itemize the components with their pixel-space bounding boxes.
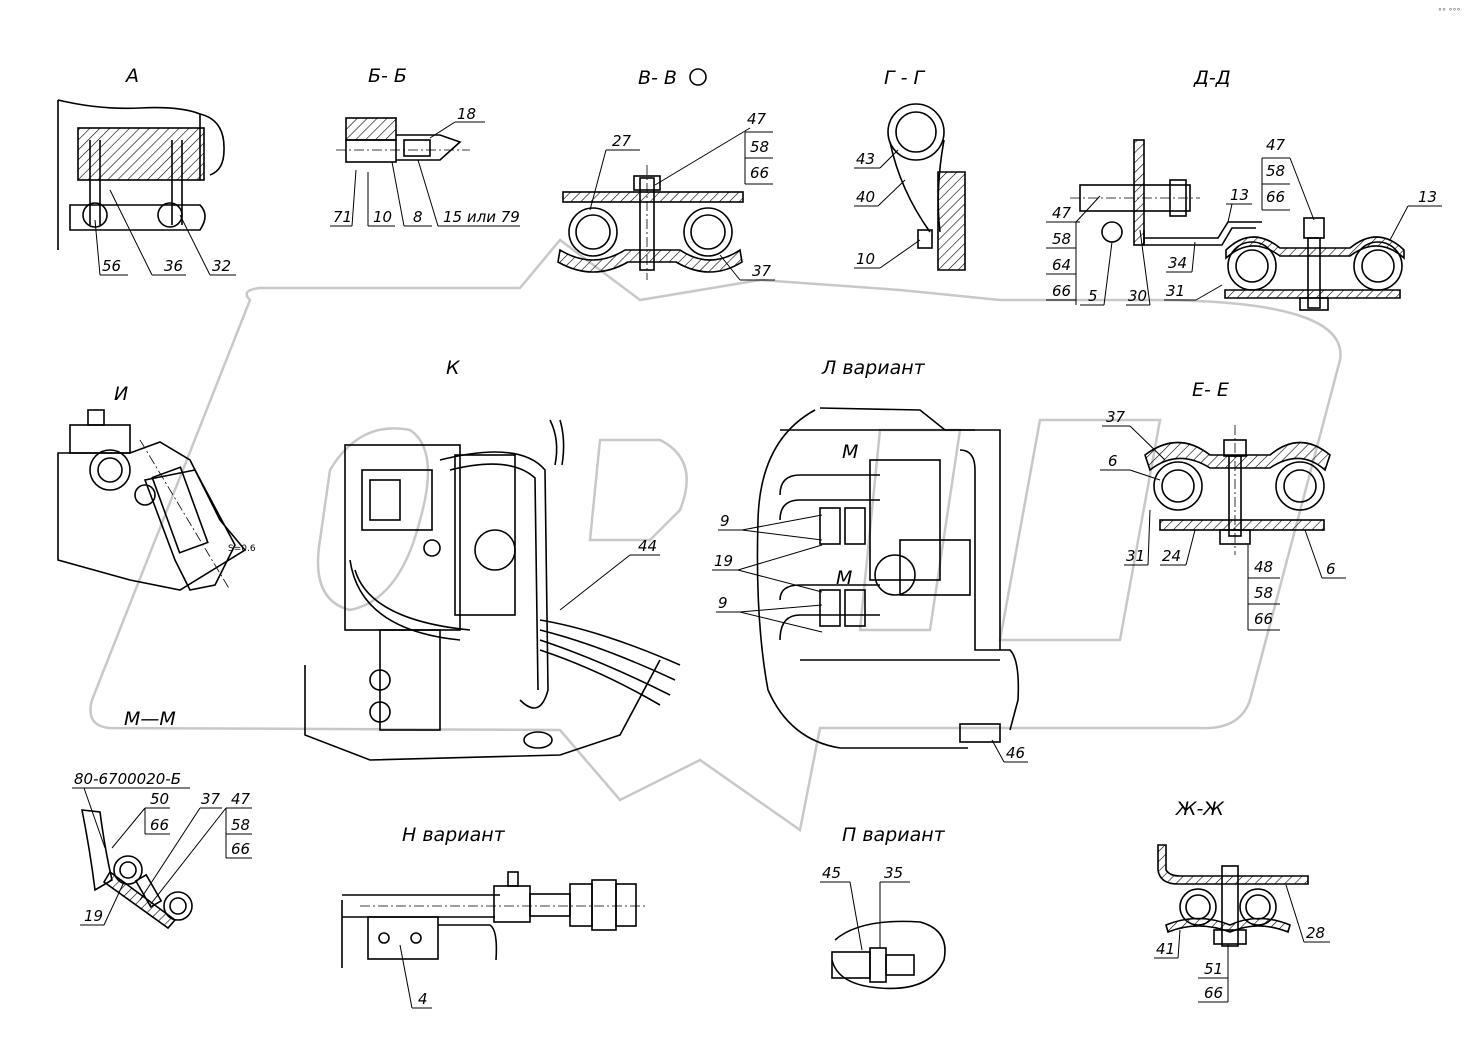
- callout-47-d1: 47: [1052, 204, 1072, 222]
- callout-47-d2: 47: [1266, 136, 1286, 154]
- view-dd: Д-Д 47 58 64 66 5 30 31 34 13 47 58 66: [1046, 67, 1442, 311]
- view-a: А 56 36 32: [57, 65, 236, 276]
- callout-part-number: 80-6700020-Б: [74, 770, 181, 788]
- callout-47: 47: [747, 110, 767, 128]
- callout-27: 27: [612, 132, 632, 150]
- callout-66-d2: 66: [1266, 188, 1285, 206]
- callout-10-g: 10: [856, 250, 875, 268]
- callout-13-b: 13: [1418, 188, 1437, 206]
- callout-66-zh: 66: [1204, 984, 1223, 1002]
- callout-66: 66: [750, 164, 769, 182]
- callout-4: 4: [418, 990, 428, 1008]
- view-n-title: Н вариант: [402, 824, 506, 846]
- callout-47-m: 47: [231, 790, 251, 808]
- view-dd-title: Д-Д: [1193, 67, 1231, 89]
- view-l: Л вариант М М 9 19 9 46: [712, 357, 1028, 763]
- callout-18: 18: [457, 105, 476, 123]
- view-p: П вариант 45 35: [820, 824, 946, 990]
- callout-37: 37: [752, 262, 772, 280]
- callout-43: 43: [856, 150, 875, 168]
- callout-19-m: 19: [84, 907, 103, 925]
- view-a-title: А: [124, 65, 139, 87]
- view-mm: М—М 80-6700020-Б 50 66 37 47 58 66 19: [72, 708, 252, 930]
- watermark: [89, 238, 1342, 833]
- gap-label: S=0.6: [228, 544, 256, 554]
- callout-9-a: 9: [720, 512, 730, 530]
- callout-13-a: 13: [1230, 186, 1249, 204]
- callout-51: 51: [1204, 960, 1223, 978]
- callout-9-b: 9: [718, 594, 728, 612]
- callout-30: 30: [1128, 287, 1147, 305]
- callout-58-d1: 58: [1052, 230, 1071, 248]
- view-n: Н вариант 4: [341, 824, 645, 1009]
- view-gg: Г - Г 43 40 10: [854, 67, 966, 271]
- callout-24: 24: [1162, 547, 1181, 565]
- callout-66-m1: 66: [150, 816, 169, 834]
- view-gg-title: Г - Г: [884, 67, 926, 89]
- callout-32: 32: [212, 257, 231, 275]
- callout-36: 36: [164, 257, 183, 275]
- callout-64: 64: [1052, 256, 1071, 274]
- callout-15-or-79: 15 или 79: [443, 208, 520, 226]
- callout-46: 46: [1006, 744, 1025, 762]
- callout-58-d2: 58: [1266, 162, 1285, 180]
- view-k: К 44: [304, 357, 681, 761]
- view-bb-title: Б- Б: [368, 65, 407, 87]
- callout-10: 10: [373, 208, 392, 226]
- callout-34: 34: [1168, 254, 1187, 272]
- view-vv: В- В 27 47 58 66 37: [557, 67, 775, 281]
- callout-66-d1: 66: [1052, 282, 1071, 300]
- callout-58-m: 58: [231, 816, 250, 834]
- callout-6-b: 6: [1326, 560, 1336, 578]
- callout-58-e: 58: [1254, 584, 1273, 602]
- callout-44: 44: [638, 537, 657, 555]
- housing-section: [77, 127, 205, 181]
- section-mark-m1: М: [842, 441, 858, 463]
- callout-50: 50: [150, 790, 169, 808]
- callout-37-m: 37: [201, 790, 221, 808]
- callout-31: 31: [1166, 282, 1185, 300]
- callout-5: 5: [1088, 287, 1098, 305]
- callout-56: 56: [102, 257, 121, 275]
- callout-48: 48: [1254, 558, 1273, 576]
- section-mark-m2: М: [836, 567, 852, 589]
- view-bb: Б- Б 18 71 10 8 15 или 79: [330, 65, 520, 227]
- callout-66-m2: 66: [231, 840, 250, 858]
- view-i-title: И: [114, 383, 128, 405]
- callout-66-e: 66: [1254, 610, 1273, 628]
- rotation-icon: [689, 68, 707, 86]
- view-k-title: К: [446, 357, 461, 379]
- callout-58: 58: [750, 138, 769, 156]
- view-ee-title: Е- Е: [1192, 379, 1229, 401]
- callout-6-a: 6: [1108, 452, 1118, 470]
- callout-45: 45: [822, 864, 841, 882]
- view-mm-title: М—М: [124, 708, 176, 730]
- callout-8: 8: [413, 208, 423, 226]
- callout-37-e: 37: [1106, 408, 1126, 426]
- view-zhzh: Ж-Ж 41 51 66 28: [1154, 798, 1330, 1003]
- corner-mark: °° °°°: [1438, 7, 1461, 16]
- callout-31-e: 31: [1126, 547, 1145, 565]
- view-p-title: П вариант: [842, 824, 946, 846]
- callout-28: 28: [1306, 924, 1325, 942]
- view-i: И S=0.6: [57, 383, 256, 591]
- view-vv-title: В- В: [638, 67, 677, 89]
- callout-71: 71: [333, 208, 352, 226]
- callout-41: 41: [1156, 940, 1175, 958]
- callout-19-l: 19: [714, 552, 733, 570]
- callout-35: 35: [884, 864, 903, 882]
- view-l-title: Л вариант: [821, 357, 926, 379]
- view-zhzh-title: Ж-Ж: [1175, 798, 1225, 820]
- callout-40: 40: [856, 188, 875, 206]
- view-ee: Е- Е 37 6 31 24 48 58 66 6: [1100, 379, 1346, 631]
